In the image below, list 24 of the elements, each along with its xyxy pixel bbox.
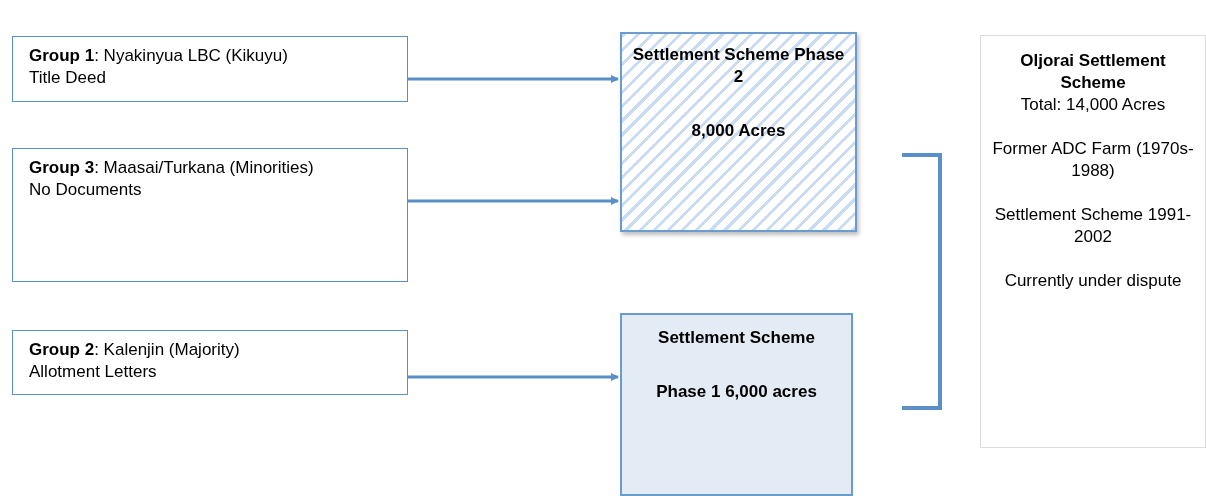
arrow [408, 75, 619, 83]
box-text: No Documents [29, 179, 143, 201]
box-text: Settlement Scheme 1991-2002 [993, 204, 1193, 248]
arrow [408, 197, 619, 205]
box-heading: Group 1: Nyakinyua LBC (Kikuyu) [29, 45, 289, 67]
phase-box [620, 32, 857, 232]
box-heading: Oljorai Settlement Scheme [1019, 50, 1167, 94]
box-heading: Settlement Scheme Phase 2 [631, 44, 846, 88]
box-text: Allotment Letters [29, 361, 158, 383]
box-text: Total: 14,000 Acres [1019, 94, 1167, 116]
group-box [12, 148, 408, 282]
phase-box [620, 313, 853, 496]
box-heading: Settlement Scheme [657, 327, 816, 349]
box-text: Title Deed [29, 67, 107, 89]
box-heading: Group 3: Maasai/Turkana (Minorities) [29, 157, 315, 179]
group-box [12, 36, 408, 102]
group-box [12, 330, 408, 395]
box-text: Currently under dispute [1003, 270, 1183, 292]
arrow [408, 373, 619, 381]
box-text: 8,000 Acres [690, 120, 787, 142]
box-text: Phase 1 6,000 acres [655, 381, 818, 403]
box-heading: Group 2: Kalenjin (Majority) [29, 339, 241, 361]
box-text: Former ADC Farm (1970s-1988) [991, 138, 1195, 182]
summary-box [980, 35, 1206, 448]
